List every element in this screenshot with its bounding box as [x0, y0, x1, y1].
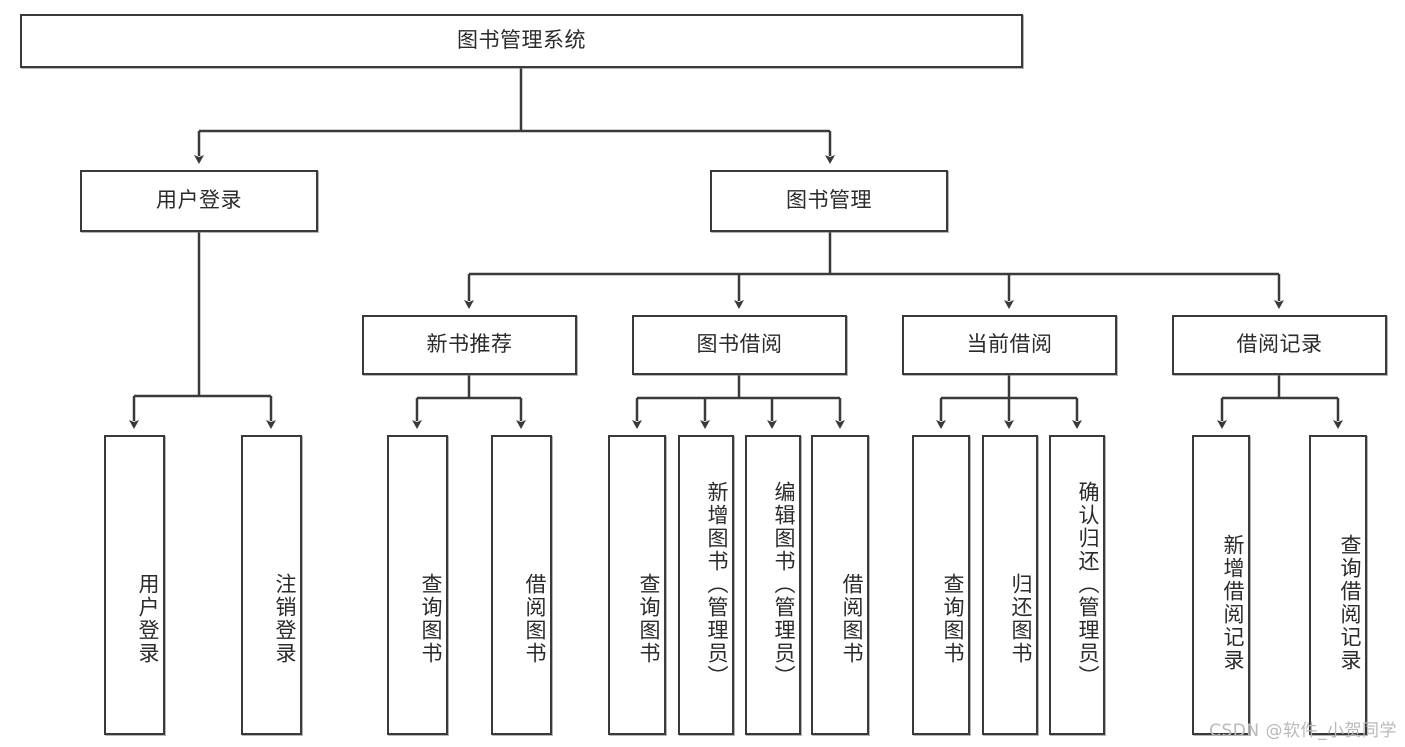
node-label: 查询借阅记录: [1338, 534, 1362, 672]
node-leaf-query-book-recommend[interactable]: 查询图书: [387, 435, 448, 735]
node-label: 图书管理系统: [457, 28, 586, 53]
node-leaf-add-borrow-record[interactable]: 新增借阅记录: [1192, 435, 1250, 735]
node-label: 用户登录: [136, 573, 160, 665]
node-leaf-logout[interactable]: 注销登录: [241, 435, 302, 735]
node-book-management[interactable]: 图书管理: [710, 170, 948, 232]
node-label: 注销登录: [273, 573, 297, 665]
node-label: 用户登录: [156, 188, 242, 213]
node-user-login[interactable]: 用户登录: [80, 170, 318, 232]
node-label: 当前借阅: [966, 332, 1053, 357]
node-leaf-query-book-borrow[interactable]: 查询图书: [608, 435, 666, 735]
node-label: 借阅记录: [1236, 332, 1323, 357]
node-label: 借阅图书: [523, 573, 547, 665]
watermark-text: CSDN @软件_小贺同学: [1209, 721, 1397, 741]
node-leaf-edit-book-admin[interactable]: 编辑图书（管理员）: [745, 435, 801, 735]
node-current-borrow[interactable]: 当前借阅: [902, 315, 1117, 375]
node-label: 归还图书: [1009, 573, 1033, 665]
node-leaf-query-borrow-record[interactable]: 查询借阅记录: [1309, 435, 1367, 735]
node-label: 新增图书（管理员）: [705, 480, 729, 688]
node-leaf-return-book[interactable]: 归还图书: [982, 435, 1038, 735]
node-label: 确认归还（管理员）: [1076, 480, 1100, 688]
node-leaf-add-book-admin[interactable]: 新增图书（管理员）: [678, 435, 734, 735]
node-leaf-confirm-return-admin[interactable]: 确认归还（管理员）: [1049, 435, 1105, 735]
node-label: 编辑图书（管理员）: [772, 480, 796, 688]
node-label: 图书借阅: [696, 332, 783, 357]
node-leaf-borrow-book[interactable]: 借阅图书: [811, 435, 869, 735]
node-book-borrow[interactable]: 图书借阅: [632, 315, 847, 375]
node-label: 查询图书: [941, 573, 965, 665]
node-leaf-query-book-current[interactable]: 查询图书: [912, 435, 970, 735]
node-leaf-user-login[interactable]: 用户登录: [104, 435, 165, 735]
node-borrow-record[interactable]: 借阅记录: [1172, 315, 1387, 375]
node-leaf-borrow-book-recommend[interactable]: 借阅图书: [491, 435, 552, 735]
node-label: 查询图书: [419, 573, 443, 665]
node-label: 图书管理: [786, 188, 872, 213]
node-root-library-system[interactable]: 图书管理系统: [20, 14, 1023, 68]
node-label: 查询图书: [637, 573, 661, 665]
node-new-book-recommend[interactable]: 新书推荐: [362, 315, 577, 375]
node-label: 新书推荐: [426, 332, 513, 357]
node-label: 新增借阅记录: [1221, 534, 1245, 672]
node-label: 借阅图书: [840, 573, 864, 665]
